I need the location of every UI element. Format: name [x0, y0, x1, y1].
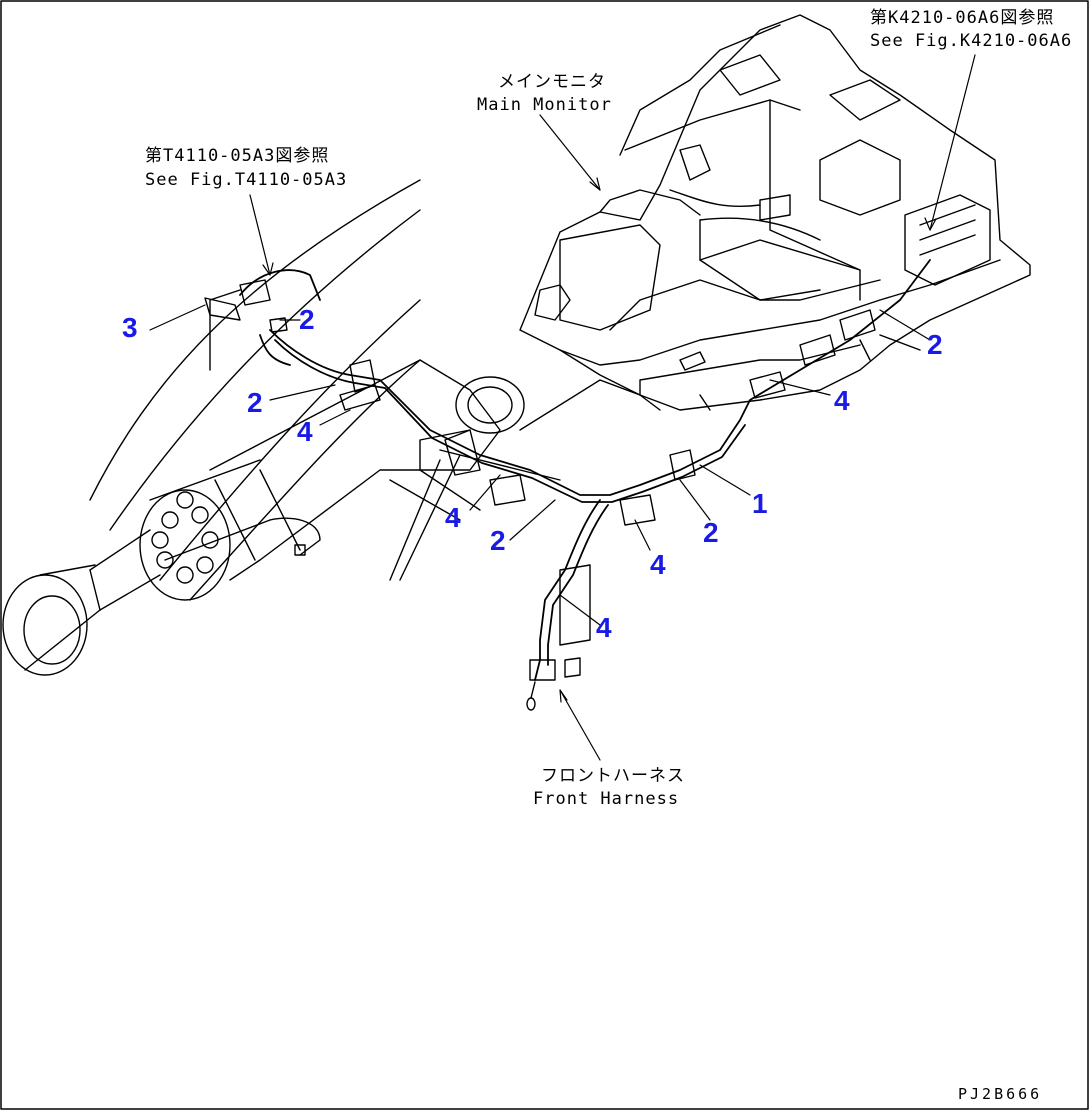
callout-4-right: 4 [834, 385, 850, 416]
cab-structure [519, 14, 1031, 411]
front-harness-route [239, 259, 931, 681]
callout-2-far-right: 2 [927, 329, 943, 360]
ref-k4210-jp: 第K4210-06A6図参照 [870, 8, 1055, 28]
main-monitor-en: Main Monitor [477, 95, 612, 115]
ref-t4110-en: See Fig.T4110-05A3 [145, 170, 348, 190]
callout-2-left: 2 [247, 387, 263, 418]
callout-1: 1 [752, 488, 768, 519]
callout-3: 3 [122, 312, 138, 343]
callout-4-center: 4 [445, 502, 461, 533]
boom-structure [89, 179, 421, 601]
front-harness-jp: フロントハーネス [541, 766, 685, 786]
drawing-code: PJ2B666 [958, 1085, 1043, 1103]
callout-2-center: 2 [490, 525, 506, 556]
callout-4-lower: 4 [650, 549, 666, 580]
callout-4-left: 4 [297, 416, 313, 447]
front-harness-en: Front Harness [533, 789, 680, 809]
leader-lines [149, 54, 976, 761]
ref-t4110-jp: 第T4110-05A3図参照 [145, 146, 330, 166]
cylinder-structure [2, 359, 641, 676]
callout-2-right: 2 [703, 517, 719, 548]
main-monitor-jp: メインモニタ [498, 72, 606, 92]
callout-2-top-left: 2 [299, 304, 315, 335]
ref-k4210-en: See Fig.K4210-06A6 [870, 31, 1073, 51]
clamps [204, 279, 876, 711]
callout-4-bottom: 4 [596, 612, 612, 643]
